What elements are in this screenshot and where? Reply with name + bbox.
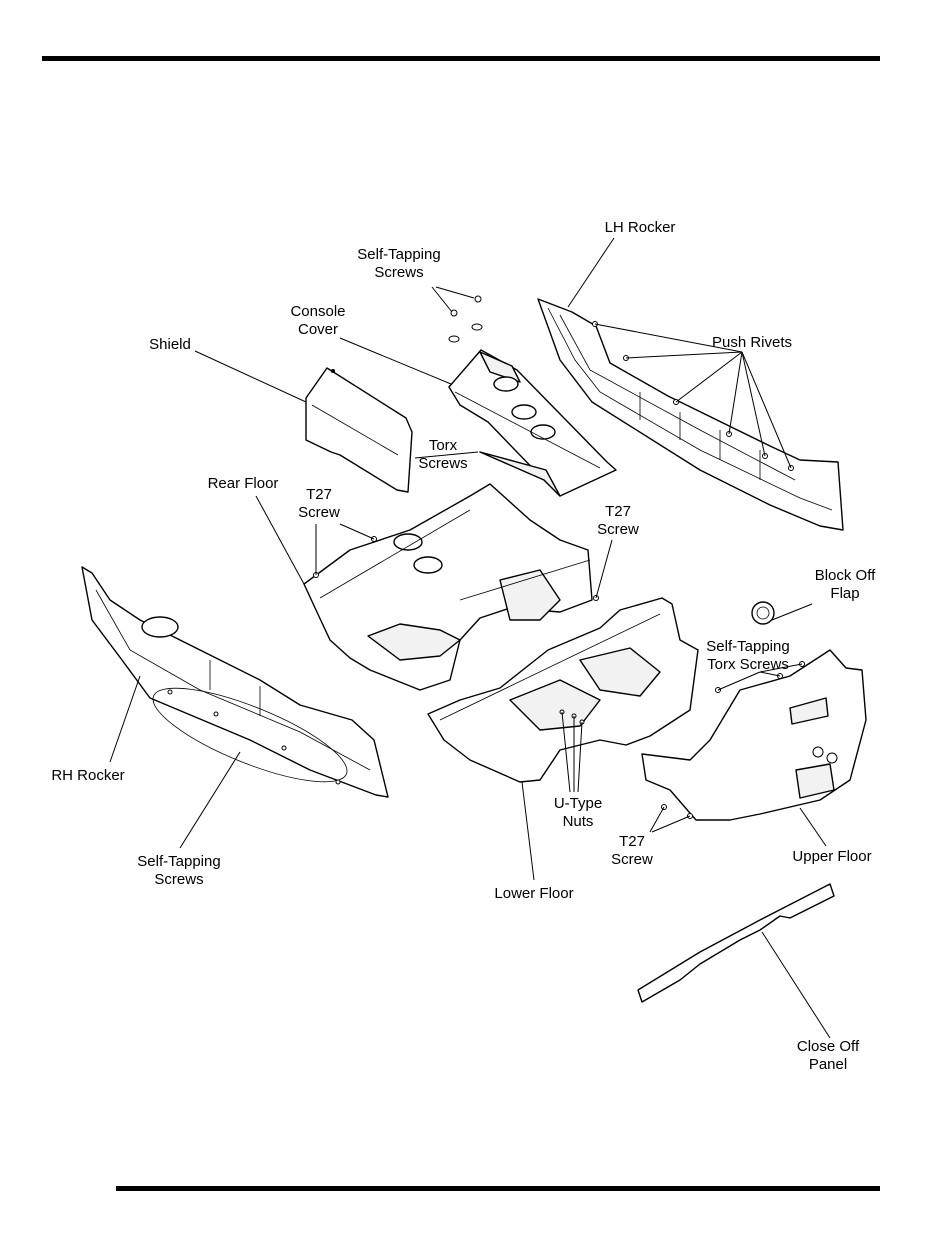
label-lower-floor: Lower Floor — [482, 885, 586, 903]
label-torx-screws: Torx Screws — [410, 437, 476, 473]
label-t27-screw-bottom: T27 Screw — [601, 833, 663, 869]
label-rear-floor: Rear Floor — [198, 475, 288, 493]
label-console-cover: Console Cover — [278, 303, 358, 339]
close-off-panel-part — [638, 884, 834, 1002]
label-rh-rocker: RH Rocker — [40, 767, 136, 785]
block-off-flap-part — [752, 602, 774, 624]
label-self-tapping-screws-bottom: Self-Tapping Screws — [124, 853, 234, 889]
label-lh-rocker: LH Rocker — [590, 219, 690, 237]
label-push-rivets: Push Rivets — [700, 334, 804, 352]
label-t27-screw-left: T27 Screw — [288, 486, 350, 522]
label-close-off-panel: Close Off Panel — [780, 1038, 876, 1074]
shield-part — [306, 368, 412, 492]
label-block-off-flap: Block Off Flap — [800, 567, 890, 603]
label-self-tapping-screws-top: Self-Tapping Screws — [344, 246, 454, 282]
label-self-tapping-torx-screws: Self-Tapping Torx Screws — [692, 638, 804, 674]
label-shield: Shield — [140, 336, 200, 354]
label-upper-floor: Upper Floor — [780, 848, 884, 866]
label-u-type-nuts: U-Type Nuts — [540, 795, 616, 831]
label-t27-screw-right: T27 Screw — [587, 503, 649, 539]
